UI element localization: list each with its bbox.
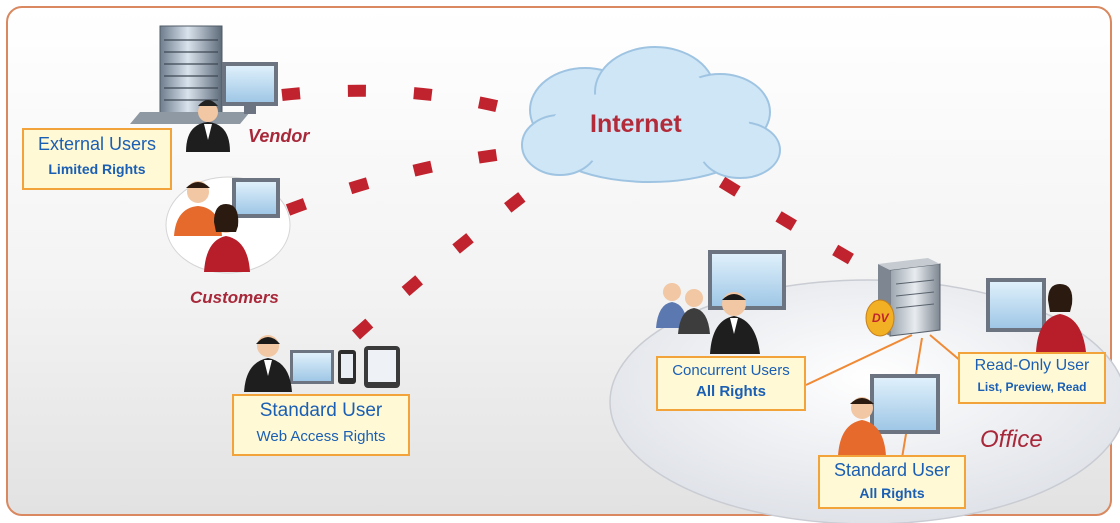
concurrent-users-icon: [656, 250, 786, 354]
office-standard-user-box: Standard User All Rights: [818, 455, 966, 509]
server-logo: DV: [872, 311, 890, 325]
web-standard-user-rights: Web Access Rights: [256, 428, 386, 445]
vendor-label: Vendor: [248, 126, 310, 146]
read-only-user-rights: List, Preview, Read: [977, 380, 1087, 394]
connector-customers: [285, 144, 541, 216]
external-users-rights: Limited Rights: [48, 161, 146, 177]
concurrent-users-rights: All Rights: [696, 383, 766, 400]
concurrent-users-box: Concurrent Users All Rights: [656, 356, 806, 411]
server-building-icon: [130, 25, 250, 124]
customer-group-icon: [165, 176, 291, 274]
web-standard-user-title: Standard User: [259, 400, 383, 421]
internet-label: Internet: [590, 110, 682, 138]
web-standard-user-box: Standard User Web Access Rights: [232, 394, 410, 456]
office-label: Office: [980, 426, 1043, 453]
computer-monitor-icon: [222, 62, 278, 114]
office-standard-user-rights: All Rights: [859, 485, 925, 501]
concurrent-users-title: Concurrent Users: [672, 362, 790, 379]
database-server-icon: [865, 258, 941, 337]
office-standard-user-title: Standard User: [833, 460, 951, 480]
link-readonly: [929, 334, 963, 363]
web-user-devices: [244, 335, 400, 392]
office-standard-user-icon: [838, 374, 940, 456]
external-users-box: External Users Limited Rights: [22, 128, 172, 190]
connector-web-user: [351, 163, 564, 340]
customers-label: Customers: [190, 288, 279, 307]
read-only-user-box: Read-Only User List, Preview, Read: [958, 352, 1106, 404]
external-users-title: External Users: [37, 134, 157, 154]
read-only-user-title: Read-Only User: [974, 357, 1090, 374]
link-concurrent: [805, 334, 913, 386]
connector-vendor: [281, 84, 542, 124]
read-only-user-icon: [986, 278, 1086, 352]
businessman-icon: [186, 100, 230, 152]
